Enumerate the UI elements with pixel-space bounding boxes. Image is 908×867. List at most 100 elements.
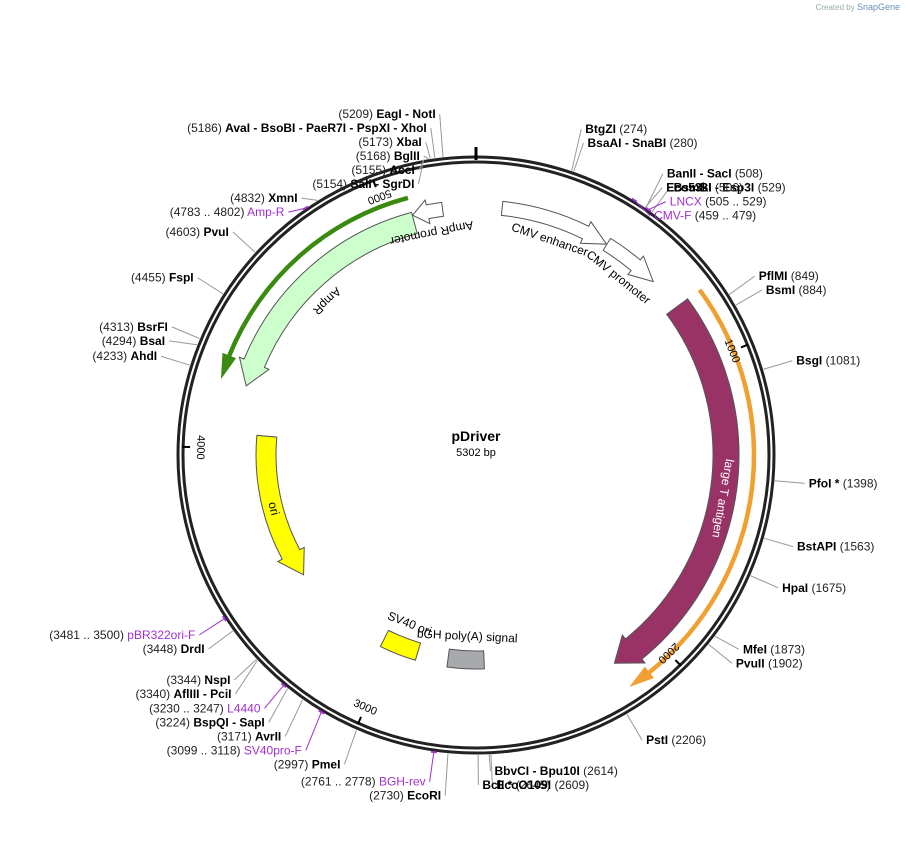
site-label-ecoo109i[interactable]: EcoO109I (2609) [496,778,589,792]
site-label-pbr322ori-f[interactable]: (3481 .. 3500) pBR322ori-F [49,628,195,642]
site-label-bsmi[interactable]: BsmI (884) [766,283,827,297]
site-label-sali[interactable]: (5154) SalI - SgrDI [312,177,414,191]
site-label-afliii[interactable]: (3340) AflIII - PciI [135,687,231,701]
site-label-eco53ki[interactable]: Eco53kI (506) [666,181,743,195]
site-label-bspqi[interactable]: (3224) BspQI - SapI [155,715,264,729]
site-position: (529) [758,181,786,195]
site-leader-bsmi [735,289,763,306]
site-names: BglII [394,149,420,163]
site-names: Amp-R [247,205,285,219]
site-names: BsaAI - SnaBI [588,136,667,150]
site-label-nspi[interactable]: (3344) NspI [166,673,230,687]
feature-label-bgh-poly-a-signal: bGH poly(A) signal [417,627,518,646]
site-leader-xbai [425,141,431,159]
feature-shape-bgh-poly-a-signal[interactable] [446,648,485,670]
site-label-bsgi[interactable]: BsgI (1081) [796,354,860,368]
site-leader-cmv-f [633,199,651,217]
site-position: (274) [619,122,647,136]
site-label-bsai[interactable]: (4294) BsaI [102,334,165,348]
site-label-eagi[interactable]: (5209) EagI - NotI [338,107,435,121]
orf-large-t-antigen-orf[interactable] [629,288,757,688]
site-label-pvuii[interactable]: PvuII (1902) [736,656,803,670]
site-position: (459 .. 479) [695,209,756,223]
site-names: pBR322ori-F [127,628,195,642]
site-leader-avai [430,128,436,158]
feature-shape-ampr[interactable] [238,211,418,387]
feature-shape-cmv-enhancer[interactable] [500,200,608,245]
site-names: BsrFI [137,320,168,334]
site-position: (4294) [102,334,137,348]
site-label-avrii[interactable]: (3171) AvrII [217,729,281,743]
site-leader-bsaai [573,142,584,172]
site-label-xbai[interactable]: (5173) XbaI [358,135,421,149]
site-leader-bsmbi [651,187,670,213]
feature-shape-ampr-promoter[interactable] [411,198,445,225]
feature-shape-sv40-ori[interactable] [379,629,422,661]
site-label-bsrfi[interactable]: (4313) BsrFI [99,320,168,334]
site-position: (505 .. 529) [705,195,766,209]
site-label-bstapi[interactable]: BstAPI (1563) [797,540,874,554]
primer-mark-bgh-rev [430,750,437,754]
site-position: (5168) [356,149,391,163]
site-label-fspi[interactable]: (4455) FspI [131,271,194,285]
site-position: (4783 .. 4802) [170,205,245,219]
site-label-acci[interactable]: (5155) AccI [351,163,414,177]
site-names: PflMI [759,269,788,283]
brand-watermark: Created by SnapGene [816,2,900,12]
site-position: (3230 .. 3247) [149,701,224,715]
site-label-pflmi[interactable]: PflMI (849) [759,269,819,283]
site-leader-mfei [714,635,740,650]
primer-mark-sv40pro-f [318,709,325,715]
site-label-bbvci[interactable]: BbvCI - Bpu10I (2614) [494,764,617,778]
site-label-btgzi[interactable]: BtgZI (274) [585,122,647,136]
site-label-bcli[interactable]: BclI * (2645) [482,778,550,792]
site-label-xmni[interactable]: (4832) XmnI [230,191,297,205]
site-position: (508) [735,167,763,181]
site-names: AhdI [130,349,157,363]
site-leader-layer [160,114,805,796]
site-label-pfoi[interactable]: PfoI * (1398) [809,476,878,490]
feature-ori[interactable]: ori [255,434,305,576]
site-label-lncx[interactable]: LNCX (505 .. 529) [670,195,767,209]
site-label-l4440[interactable]: (3230 .. 3247) L4440 [149,701,261,715]
site-leader-sali [417,159,425,185]
site-position: (3448) [143,642,178,656]
site-label-cmv-f[interactable]: CMV-F (459 .. 479) [654,209,756,223]
site-leader-pflmi [729,275,756,295]
feature-shape-large-t-antigen[interactable] [613,298,740,664]
feature-bgh-poly-a-signal[interactable]: bGH poly(A) signal [417,627,518,670]
site-label-ecori[interactable]: (2730) EcoRI [369,789,441,803]
site-leader-sv40pro-f [305,711,322,751]
site-label-bgh-rev[interactable]: (2761 .. 2778) BGH-rev [301,775,426,789]
feature-sv40-ori[interactable]: SV40 ori [379,609,434,661]
site-label-pmei[interactable]: (2997) PmeI [274,757,341,771]
site-label-pvui[interactable]: (4603) PvuI [165,225,228,239]
scale-tick-1000 [740,343,749,349]
site-label-bglii[interactable]: (5168) BglII [356,149,420,163]
site-label-bsaai[interactable]: BsaAI - SnaBI (280) [588,136,698,150]
feature-shape-cmv-promoter[interactable] [602,237,655,283]
primer-mark-cmv-f [631,197,638,203]
site-label-amp-r[interactable]: (4783 .. 4802) Amp-R [170,205,285,219]
site-names: Eco53kI [666,181,711,195]
orf-ampr-orf[interactable] [220,195,409,380]
site-label-hpai[interactable]: HpaI (1675) [782,581,846,595]
site-label-mfei[interactable]: MfeI (1873) [743,642,805,656]
feature-cmv-promoter[interactable]: CMV promoter [584,237,655,307]
site-label-psti[interactable]: PstI (2206) [646,733,706,747]
site-names: AflIII - PciI [173,687,231,701]
feature-shape-ori[interactable] [255,434,305,576]
site-label-ahdi[interactable]: (4233) AhdI [92,349,157,363]
site-label-bsmbi[interactable]: BsmBI - Esp3I (529) [674,181,786,195]
feature-large-t-antigen[interactable]: large T antigen [613,298,740,664]
site-names: BtgZI [585,122,616,136]
site-label-banii[interactable]: BanII - SacI (508) [667,167,763,181]
site-names: L4440 [227,701,261,715]
site-label-drdi[interactable]: (3448) DrdI [143,642,205,656]
site-label-sv40pro-f[interactable]: (3099 .. 3118) SV40pro-F [167,743,302,757]
site-position: (2645) [516,778,551,792]
site-names: NspI [204,673,230,687]
site-label-avai[interactable]: (5186) AvaI - BsoBI - PaeR7I - PspXI - X… [187,121,427,135]
site-leader-ahdi [160,355,190,366]
